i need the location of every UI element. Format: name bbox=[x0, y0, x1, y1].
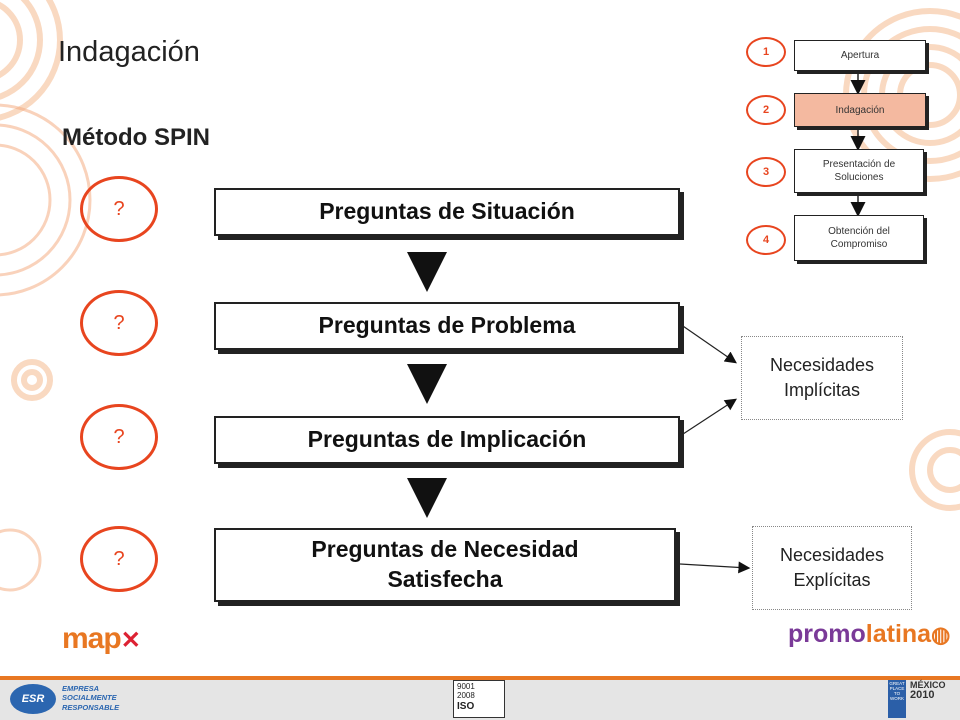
step-presentacion: Presentación de Soluciones bbox=[794, 149, 924, 193]
implicit-needs-box: Necesidades Implícitas bbox=[741, 336, 903, 420]
esr-text: EMPRESA SOCIALMENTE RESPONSABLE bbox=[62, 684, 120, 712]
map-logo: map✕ bbox=[62, 622, 141, 655]
explicit-needs-box: Necesidades Explícitas bbox=[752, 526, 912, 610]
need-payoff-questions-label: Preguntas de Necesidad Satisfecha bbox=[311, 536, 579, 592]
implicit-needs-label: Necesidades Implícitas bbox=[769, 354, 875, 400]
step-number-3: 3 bbox=[746, 157, 786, 187]
great-place-to-work-text: MÉXICO 2010 bbox=[910, 680, 946, 702]
implication-questions-label: Preguntas de Implicación bbox=[307, 426, 587, 453]
globe-icon: ◍ bbox=[931, 622, 951, 647]
implication-questions-box: Preguntas de Implicación bbox=[214, 416, 680, 464]
arrow-implication-to-implicit bbox=[679, 398, 738, 437]
step-number-4: 4 bbox=[746, 225, 786, 255]
arrow-problem-to-implicit bbox=[679, 323, 737, 364]
promolatina-logo: promolatina◍ bbox=[788, 620, 951, 648]
step-number-2: 2 bbox=[746, 95, 786, 125]
step-label-compromiso: Obtención del Compromiso bbox=[828, 226, 890, 250]
step-number-1: 1 bbox=[746, 37, 786, 67]
step-apertura: Apertura bbox=[794, 40, 926, 71]
question-circle-problem: ? bbox=[80, 290, 158, 356]
explicit-needs-label: Necesidades Explícitas bbox=[779, 544, 885, 590]
step-indagacion-active: Indagación bbox=[794, 93, 926, 127]
arrow-need-payoff-to-explicit bbox=[679, 561, 751, 574]
great-place-to-work-logo: GREAT PLACE TO WORK bbox=[888, 680, 906, 718]
situation-questions-label: Preguntas de Situación bbox=[319, 198, 575, 225]
step-compromiso: Obtención del Compromiso bbox=[794, 215, 924, 261]
need-payoff-questions-box: Preguntas de Necesidad Satisfecha bbox=[214, 528, 676, 602]
problem-questions-label: Preguntas de Problema bbox=[318, 312, 576, 339]
problem-questions-box: Preguntas de Problema bbox=[214, 302, 680, 350]
situation-questions-box: Preguntas de Situación bbox=[214, 188, 680, 236]
step-label-presentacion: Presentación de Soluciones bbox=[822, 159, 896, 183]
step-label-apertura: Apertura bbox=[840, 50, 880, 61]
iso-certification-logo: 9001 2008 ISO bbox=[453, 680, 505, 718]
question-circle-situation: ? bbox=[80, 176, 158, 242]
page-title: Indagación bbox=[58, 36, 200, 68]
step-label-indagacion: Indagación bbox=[835, 104, 885, 116]
question-circle-implication: ? bbox=[80, 404, 158, 470]
esr-logo: ESR bbox=[10, 684, 56, 714]
method-subtitle: Método SPIN bbox=[62, 124, 210, 151]
question-circle-need-payoff: ? bbox=[80, 526, 158, 592]
